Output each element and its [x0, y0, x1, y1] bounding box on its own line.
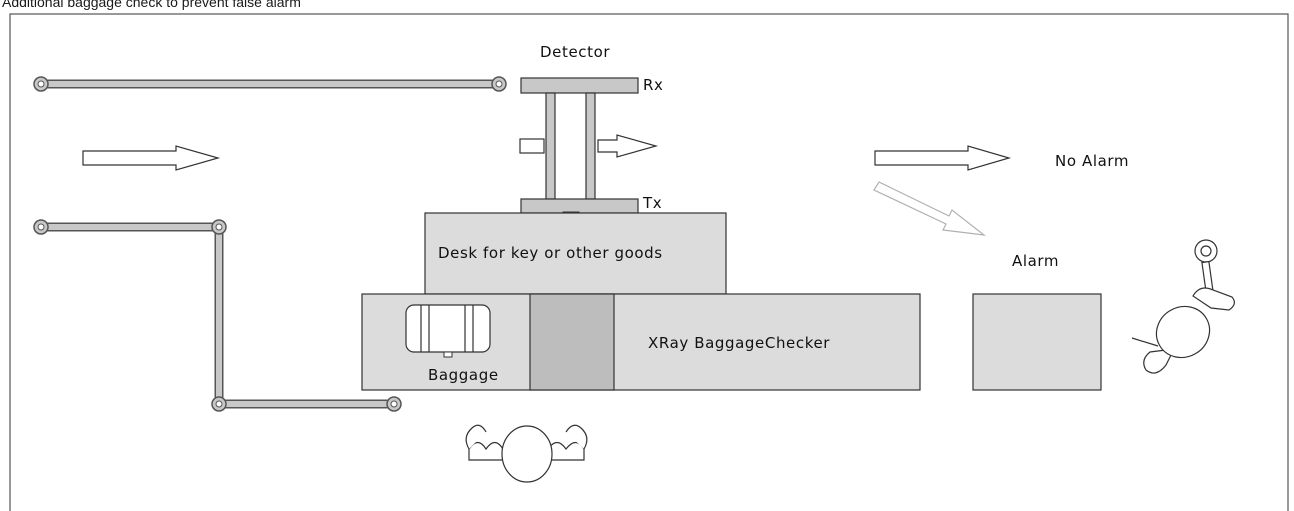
xray-scan-tunnel — [529, 293, 615, 391]
desk-label: Desk for key or other goods — [438, 244, 663, 262]
detector-transmitter-bar — [520, 198, 639, 214]
metal-detector-gate — [519, 77, 639, 219]
detector-receiver-bar — [520, 77, 639, 94]
no-alarm-arrow — [874, 145, 1012, 171]
desk-box — [424, 212, 727, 295]
entry-arrow — [82, 145, 221, 171]
alarm-label: Alarm — [1012, 252, 1059, 270]
diagram-caption: Additional baggage check to prevent fals… — [2, 0, 301, 10]
detector-pass-arrow — [597, 134, 659, 158]
lower-handrail — [33, 219, 402, 412]
inspector-person-icon — [1131, 239, 1235, 374]
baggage-label: Baggage — [428, 366, 499, 384]
baggage-icon — [405, 304, 491, 358]
xray-label: XRay BaggageChecker — [648, 334, 830, 352]
detector-label: Detector — [540, 43, 610, 61]
alarm-inspection-box — [972, 293, 1102, 391]
receiver-label: Rx — [643, 76, 664, 94]
detector-side-box — [519, 138, 545, 154]
alarm-arrow — [873, 181, 987, 236]
operator-person-icon — [465, 424, 588, 483]
no-alarm-label: No Alarm — [1055, 152, 1129, 170]
top-handrail — [33, 76, 507, 92]
transmitter-label: Tx — [642, 194, 662, 212]
